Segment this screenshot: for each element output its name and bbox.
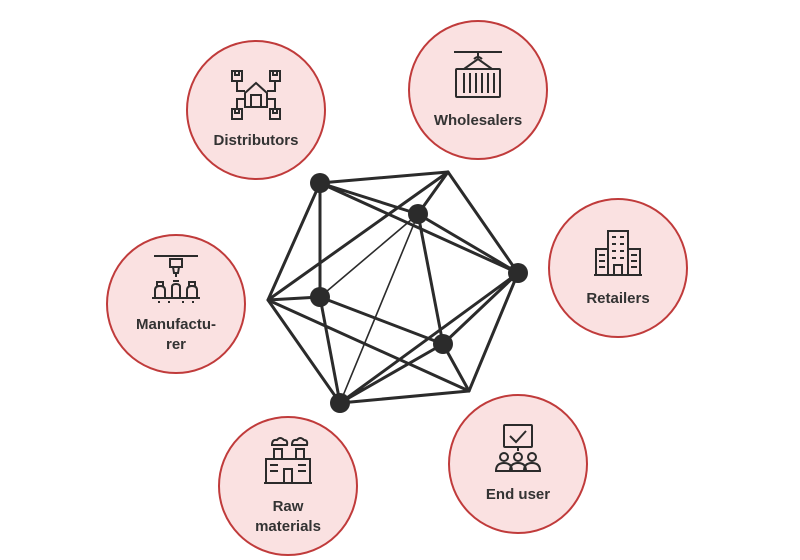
node-raw-materials: Raw materials [218, 416, 358, 556]
network-edges [266, 170, 520, 405]
approved-users-icon [494, 424, 542, 472]
node-distributors: Distributors [186, 40, 326, 180]
node-end-user: End user [448, 394, 588, 534]
network-inner-edges [319, 213, 419, 404]
building-icon [594, 230, 642, 276]
node-label: End user [485, 486, 551, 503]
network-vertex [433, 334, 453, 354]
warehouse-network-icon [231, 70, 281, 120]
node-manufacturer: Manufactu- rer [106, 234, 246, 374]
node-label: Manufactu- rer [136, 316, 216, 353]
node-retailers: Retailers [548, 198, 688, 338]
network-vertex [408, 204, 428, 224]
node-label: Raw materials [255, 498, 321, 535]
network-vertex [310, 287, 330, 307]
node-wholesalers: Wholesalers [408, 20, 548, 160]
network-vertex [508, 263, 528, 283]
shipping-container-icon [454, 51, 502, 98]
production-line-icon [152, 255, 200, 303]
factory-icon [264, 437, 312, 484]
network-vertex [310, 173, 330, 193]
network-vertex [330, 393, 350, 413]
node-label: Retailers [586, 290, 650, 307]
node-label: Distributors [213, 132, 299, 149]
node-label: Wholesalers [433, 112, 523, 129]
